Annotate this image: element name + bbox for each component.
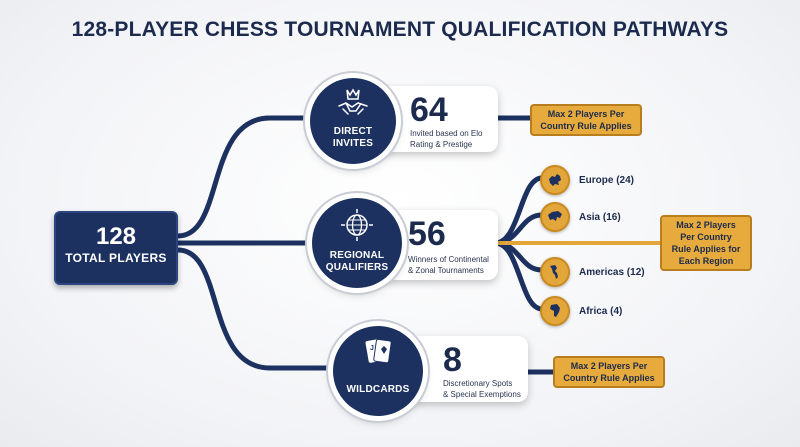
page-title: 128-PLAYER CHESS TOURNAMENT QUALIFICATIO… [71, 18, 729, 41]
asia-map-icon [540, 202, 570, 232]
total-players-number: 128 [95, 223, 137, 250]
link-root-direct [175, 115, 328, 239]
globe-target-icon [341, 209, 373, 241]
link-to-africa [492, 240, 545, 312]
africa-map-icon [540, 296, 570, 326]
region-europe: Europe (24) [540, 165, 634, 195]
americas-map-icon [540, 257, 570, 287]
region-americas: Americas (12) [540, 257, 645, 287]
wildcards-note: Max 2 Players Per Country Rule Applies [553, 356, 665, 388]
direct-invites-description: Invited based on Elo Rating & Prestige [410, 129, 483, 149]
wildcards-label: WILDCARDS [346, 384, 410, 395]
direct-invites-circle: DIRECT INVITES [310, 78, 396, 164]
europe-map-icon [540, 165, 570, 195]
direct-invites-label: DIRECT INVITES [332, 126, 374, 149]
region-africa: Africa (4) [540, 296, 622, 326]
regional-qualifiers-label: REGIONAL QUALIFIERS [325, 250, 389, 273]
wildcards-description: Discretionary Spots & Special Exemptions [443, 379, 521, 399]
total-players-label: TOTAL PLAYERS [65, 251, 167, 265]
region-europe-label: Europe (24) [579, 174, 635, 186]
regional-qualifiers-note: Max 2 Players Per Country Rule Applies f… [660, 215, 752, 271]
regional-qualifiers-number: 56 [408, 215, 446, 253]
crown-handshake-icon [338, 88, 368, 115]
wildcards-number: 8 [443, 341, 462, 379]
wildcards-circle: J WILDCARDS [333, 326, 423, 416]
regional-qualifiers-circle: REGIONAL QUALIFIERS [312, 198, 402, 288]
link-root-wildcards [175, 247, 348, 371]
direct-invites-note: Max 2 Players Per Country Rule Applies [530, 104, 642, 136]
joker-cards-icon: J [365, 338, 392, 364]
regional-qualifiers-description: Winners of Continental & Zonal Tournamen… [408, 255, 489, 275]
direct-invites-number: 64 [410, 91, 448, 129]
region-americas-label: Americas (12) [579, 266, 645, 278]
region-africa-label: Africa (4) [579, 305, 623, 317]
region-asia: Asia (16) [540, 202, 621, 232]
total-players-box: 128 TOTAL PLAYERS [54, 211, 178, 285]
svg-text:J: J [370, 345, 374, 352]
region-asia-label: Asia (16) [579, 211, 621, 223]
